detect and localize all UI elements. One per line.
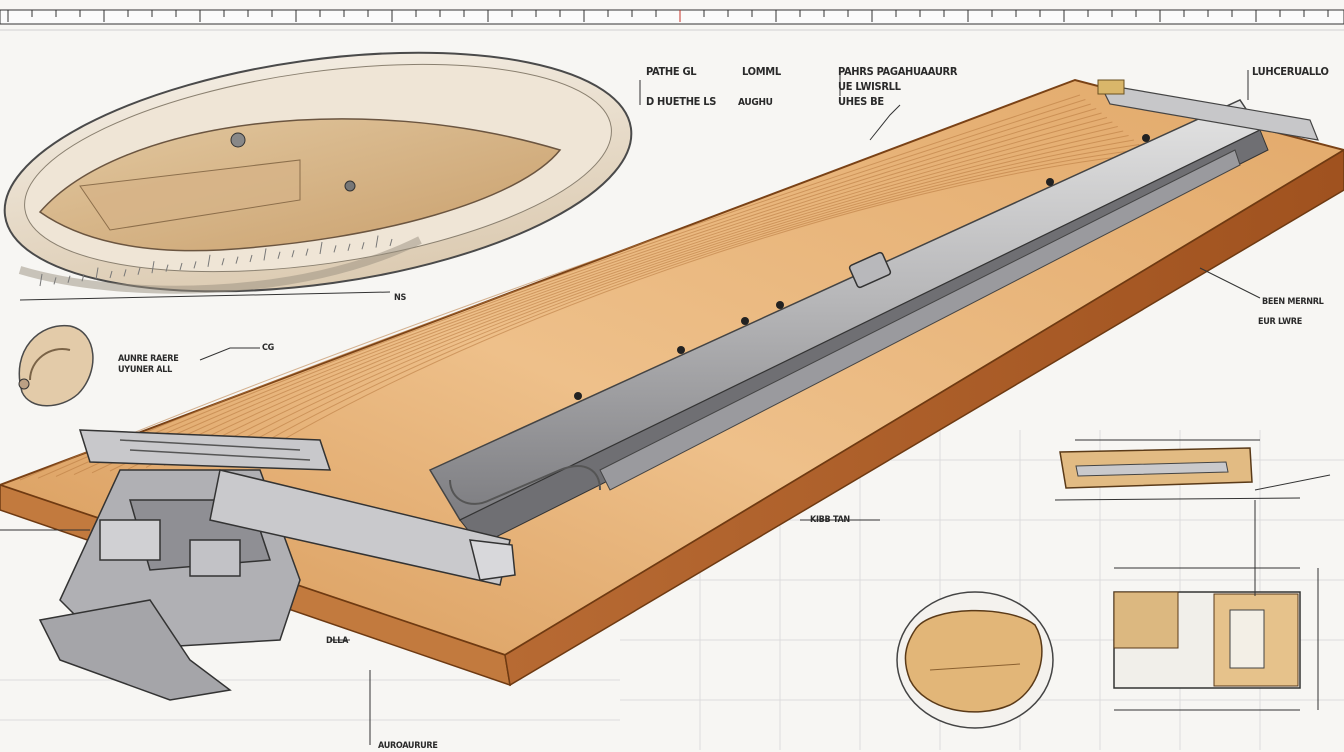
- wood-grain-line: [163, 130, 1124, 467]
- dish-scale-tick: [249, 254, 253, 263]
- label-top-left-d: AUGHU: [738, 97, 773, 108]
- dish-scale-tick: [319, 241, 323, 255]
- dish-scale-tick: [375, 235, 379, 248]
- circle-detail: [896, 591, 1054, 729]
- clamp-mechanism: [38, 429, 516, 701]
- leader-lines: [0, 70, 1261, 745]
- rail-holes: [574, 134, 1150, 400]
- wood-grain-line: [127, 121, 1113, 470]
- dish-scale-tick: [123, 269, 127, 277]
- dish-scale-tick: [81, 274, 85, 282]
- wood-grain-line: [73, 108, 1097, 476]
- dish-scale-tick: [333, 245, 337, 253]
- dish-scale-tick: [165, 264, 169, 272]
- wood-grain-line: [253, 153, 1151, 458]
- dish-scale-tick: [67, 275, 71, 283]
- dish-scale-tick: [235, 256, 239, 264]
- label-top-mid-c: UHES BE: [838, 95, 884, 108]
- side-view-detail: [1054, 439, 1331, 501]
- label-top-right: LUHCERUALLO: [1252, 65, 1329, 78]
- wood-grain-line: [217, 144, 1140, 461]
- label-bottom-mid: DLLA: [326, 636, 349, 646]
- label-center-right: KIBB TAN: [810, 515, 850, 525]
- label-top-left-b: LOMML: [742, 65, 781, 78]
- top-ruler: [0, 9, 1344, 31]
- wood-grain-line: [145, 126, 1118, 468]
- dish-scale-tick: [39, 273, 43, 287]
- dish-scale-tick: [53, 277, 57, 285]
- label-right-mid-b: EUR LWRE: [1258, 317, 1302, 327]
- label-top-mid-b: UE LWISRLL: [838, 80, 901, 93]
- dish-scale-tick: [193, 261, 197, 269]
- dish-scale-tick: [263, 248, 267, 261]
- dish-scale-tick: [305, 248, 309, 256]
- label-left-mid-b: UYUNER ALL: [118, 365, 172, 375]
- dish-scale-tick: [347, 243, 351, 251]
- label-left-mid-a: AUNRE RAERE: [118, 354, 179, 364]
- dish-scale-tick: [137, 267, 141, 275]
- label-top-left-c: D HUETHE LS: [646, 95, 717, 108]
- wood-grain-line: [199, 139, 1135, 463]
- label-ruler-small: NS: [394, 293, 407, 303]
- oval-dish-drawing: [3, 51, 633, 294]
- dish-scale-tick: [207, 254, 211, 267]
- label-left-small: CG: [262, 343, 274, 353]
- dish-scale-tick: [221, 258, 225, 266]
- wood-grain-line: [19, 94, 1081, 481]
- section-drawing: [1113, 500, 1319, 711]
- label-bottom-left: AUROAURURE: [378, 741, 438, 751]
- dish-scale-tick: [95, 267, 99, 280]
- knob-detail: [18, 324, 94, 407]
- dish-scale-tick: [151, 261, 155, 274]
- dish-scale-tick: [109, 270, 113, 279]
- dish-scale-tick: [277, 251, 281, 259]
- steel-rail: [428, 79, 1319, 546]
- wood-grain-line: [37, 99, 1086, 479]
- wood-grain-line: [181, 135, 1129, 465]
- wood-grain-line: [109, 117, 1108, 472]
- dish-scale-tick: [389, 238, 393, 247]
- dish-scale-tick: [179, 262, 183, 271]
- wood-grain-line: [235, 148, 1145, 459]
- label-top-left-a: PATHE GL: [646, 65, 697, 78]
- wood-grain-line: [55, 103, 1091, 477]
- dish-scale-tick: [291, 250, 295, 258]
- dish-scale-tick: [361, 242, 365, 250]
- wood-grain-line: [91, 112, 1102, 474]
- label-top-mid-a: PAHRS PAGAHUAAURR: [838, 65, 958, 78]
- label-right-mid-a: BEEN MERNRL: [1262, 297, 1324, 307]
